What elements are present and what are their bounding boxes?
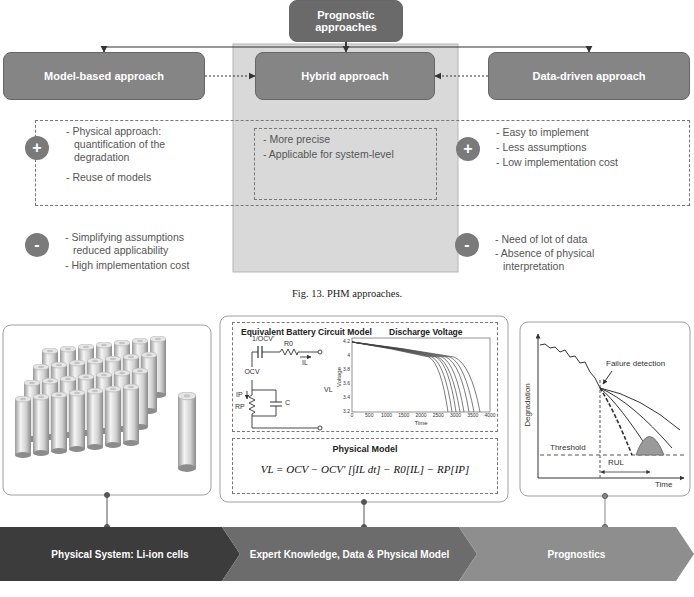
figure-caption: Fig. 13. PHM approaches. [292,288,402,299]
degradation-chart [538,334,684,478]
chart-annotation: Threshold [550,444,586,453]
circuit-label: VL [324,386,333,394]
tick-label: 4.2 [343,339,350,345]
node-text: Model-based approach [44,70,164,82]
con-item: - Need of lot of data [495,233,587,246]
tick-label: 3.2 [343,409,350,415]
axis-title: Voltage [336,367,343,387]
con-item: - Simplifying assumptions reduced applic… [65,231,215,257]
tick-label: 0 [351,413,354,419]
stage-chevron: Physical System: Li-ion cells [0,527,240,581]
circuit-label: OCV [244,368,259,376]
tick-label: 3.8 [343,367,350,373]
tick-label: 4 [347,353,350,359]
connector-arrow [104,42,346,52]
circuit-label: IP [236,391,243,399]
discharge-plot [352,338,490,412]
node-text: VL = OCV − OCV' [∫IL dt] − R0[IL] − RP[I… [233,463,497,475]
minus-circle: - [25,233,49,257]
dotted-arrow [205,75,255,76]
circuit-label: 1/OCV' [252,335,274,343]
axis-title: Time [655,481,672,490]
node-text: Expert Knowledge, Data & Physical Model [250,549,450,560]
tick-label: 2500 [433,413,444,419]
stem-lines [105,493,608,530]
battery-cells [15,336,196,472]
tick-label: 500 [365,413,373,419]
node-text: Physical System: Li-ion cells [51,549,188,560]
con-item: - High implementation cost [65,259,189,272]
tick-label: 3.4 [343,395,350,401]
tick-label: 1500 [398,413,409,419]
node-text: Data-driven approach [532,70,645,82]
hybrid-pros-box: - More precise - Applicable for system-le… [254,128,437,200]
tick-label: 2000 [415,413,426,419]
approach-box: Hybrid approach [255,52,435,100]
node-text: - [464,237,469,253]
physical-model-box: Physical Model VL = OCV − OCV' [∫IL dt] −… [232,438,498,494]
circuit-label: RP [235,403,245,411]
node-text: Physical Model [233,444,497,454]
node-text: + [32,140,41,156]
node-text: - Physical approach: quantification of t… [66,125,191,164]
connector-arrow [346,42,589,52]
axis-title: Degradation [524,383,533,427]
node-text: - Applicable for system-level [263,148,428,161]
hybrid-region [233,44,458,272]
prognostics-panel [520,322,690,496]
node-text: - More precise [263,133,428,146]
minus-circle: - [455,233,479,257]
tick-label: 1000 [381,413,392,419]
approach-box: Data-driven approach [488,52,690,100]
node-text: + [463,141,472,157]
node-text: Discharge Voltage [389,327,463,337]
chart-annotation: Failure detection [606,360,665,369]
node-text: - [34,237,39,253]
con-item: - Absence of physical interpretation [495,247,645,273]
chart-annotation: RUL [608,459,624,468]
model-panel [220,316,508,502]
root-box: Prognostic approaches [289,0,403,42]
node-text: Prognostics [548,549,606,560]
approach-box: Model-based approach [3,52,205,100]
circuit-label: R0 [284,340,293,348]
plus-circle: + [25,136,49,160]
pros-box: - Physical approach: quantification of t… [35,120,690,206]
node-text: - Low implementation cost [496,156,676,169]
tick-label: 3000 [450,413,461,419]
circuit [247,346,322,430]
node-text: - Easy to implement [496,126,676,139]
battery-panel [3,325,211,495]
tick-label: 3500 [467,413,478,419]
node-text: Prognostic approaches [296,9,396,33]
stage-chevron: Prognostics [459,527,694,581]
axis-title: Time [414,420,427,427]
tick-label: 4000 [484,413,495,419]
circuit-label: C [285,399,290,407]
circuit-label: IL [302,359,308,367]
tick-label: 3.6 [343,381,350,387]
node-text: Hybrid approach [301,70,388,82]
plus-circle: + [456,137,480,161]
stage-chevron: Expert Knowledge, Data & Physical Model [222,527,477,581]
node-text: - Less assumptions [496,141,676,154]
dotted-arrow [435,75,488,76]
node-text: - Reuse of models [66,171,226,184]
